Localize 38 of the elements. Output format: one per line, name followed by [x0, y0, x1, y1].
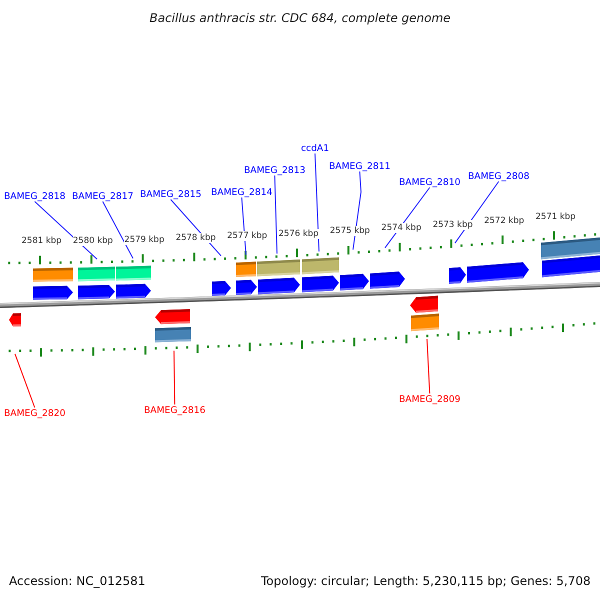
scale-label: 2580 kbp	[72, 236, 113, 246]
tick-scale	[8, 322, 596, 357]
gene-label: BAMEG_2815	[140, 188, 202, 200]
gene-label: BAMEG_2814	[211, 186, 272, 198]
scale-label: 2577 kbp	[227, 231, 268, 242]
leader-line	[34, 201, 98, 260]
diagram-title: Bacillus anthracis str. CDC 684, complete genome	[150, 11, 451, 25]
gene-label: BAMEG_2820	[4, 408, 66, 418]
genome-summary: Topology: circular; Length: 5,230,115 bp; Genes: 5,708	[261, 574, 591, 588]
leader-line	[426, 338, 430, 394]
gene-label: BAMEG_2816	[144, 404, 206, 416]
gene-label: BAMEG_2810	[399, 176, 460, 188]
gene-label: BAMEG_2818	[4, 190, 66, 202]
leader-line	[274, 175, 278, 254]
gene-label: BAMEG_2817	[72, 190, 134, 202]
leader-line	[102, 201, 134, 259]
gene-label: BAMEG_2809	[399, 394, 460, 404]
gene-label: BAMEG_2811	[329, 160, 390, 172]
scale-label: 2575 kbp	[330, 226, 370, 236]
scale-label: 2578 kbp	[176, 233, 216, 244]
leader-line	[352, 171, 362, 250]
gene-label: BAMEG_2813	[244, 164, 306, 176]
leader-line	[174, 350, 176, 405]
leader-line	[384, 187, 430, 248]
leader-line	[170, 199, 222, 256]
leader-line	[314, 153, 320, 252]
scale-label: 2581 kbp	[22, 236, 62, 246]
scale-label: 2576 kbp	[278, 229, 319, 240]
scale-label: 2579 kbp	[124, 234, 164, 245]
scale-label: 2574 kbp	[381, 223, 422, 234]
leader-line	[14, 353, 36, 408]
scale-label: 2571 kbp	[536, 212, 576, 222]
gene-label: BAMEG_2808	[468, 170, 530, 182]
scale-label: 2573 kbp	[432, 220, 473, 230]
gene-label: ccdA1	[301, 142, 330, 154]
leader-line	[454, 181, 500, 244]
leader-line	[241, 197, 246, 256]
accession-label: Accession: NC_012581	[9, 574, 146, 588]
